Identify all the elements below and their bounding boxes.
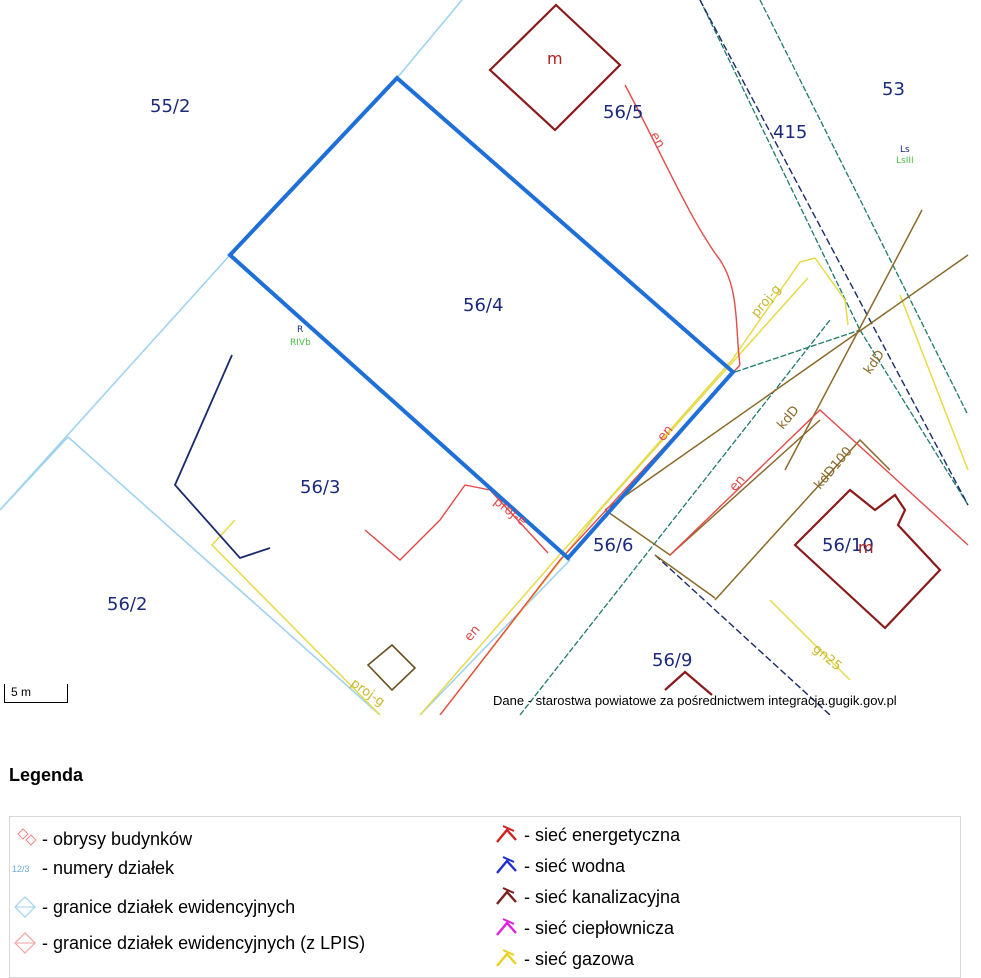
heating-network-icon [494, 915, 520, 941]
power-label: en [727, 472, 749, 494]
building-mark: m [858, 538, 874, 557]
sewer-label: kdD100 [812, 444, 856, 492]
legend-item-heating: - sieć ciepłownicza [494, 915, 674, 941]
sewer-line [604, 254, 969, 511]
sewer-line [784, 209, 923, 471]
map-svg: 55/2 56/5 415 53 56/4 56/3 56/6 56/10 56… [0, 0, 969, 715]
map-canvas[interactable]: 55/2 56/5 415 53 56/4 56/3 56/6 56/10 56… [0, 0, 981, 715]
water-dashed [654, 0, 969, 715]
parcel-boundaries [0, 0, 571, 715]
sewer-label: kdD [861, 348, 888, 378]
legend-box: - obrysy budynków 12/3 - numery działek … [9, 816, 961, 978]
sewer-label: kdD [775, 403, 803, 432]
landuse-class: LsIII [896, 156, 914, 166]
legend-item-gas: - sieć gazowa [494, 946, 634, 972]
parcel-number: 56/6 [593, 535, 633, 556]
legend-item-parcel-boundaries: - granice działek ewidencyjnych [12, 894, 295, 920]
gas-line [769, 599, 851, 681]
parcel-number: 56/4 [463, 295, 503, 316]
landuse-class: RIVb [290, 338, 311, 348]
legend-item-water: - sieć wodna [494, 853, 625, 879]
parcel-number: 56/2 [107, 594, 147, 615]
legend-label: - numery działek [42, 858, 175, 878]
legend-label: - sieć kanalizacyjna [524, 886, 681, 907]
building-outline [664, 670, 713, 696]
selected-parcel-outline[interactable] [227, 75, 736, 561]
water-line [173, 354, 271, 560]
parcel-number: 56/3 [300, 477, 340, 498]
sewer-line [714, 438, 891, 601]
parcel-number: 56/10 [822, 535, 874, 556]
landuse-label: Ls [900, 145, 910, 155]
water-network-icon [494, 853, 520, 879]
power-label: en [462, 622, 484, 644]
water-line [699, 0, 969, 506]
landuse-label: R [297, 325, 303, 335]
legend-label: - sieć wodna [524, 855, 626, 876]
legend-label: - sieć gazowa [524, 948, 635, 969]
lpis-boundary-icon [12, 930, 38, 956]
sewer-network-icon [494, 884, 520, 910]
legend-item-parcel-numbers: 12/3 - numery działek [12, 858, 174, 879]
road-boundary-line [859, 329, 969, 506]
parcel-boundary-line [419, 559, 571, 715]
gas-line [210, 519, 381, 715]
building-outline-icon [12, 826, 38, 852]
building-outline [366, 643, 417, 692]
parcel-boundary-line [0, 436, 69, 511]
legend-item-lpis-boundaries: - granice działek ewidencyjnych (z LPIS) [12, 930, 365, 956]
building-outline [488, 3, 622, 132]
legend-label: - granice działek ewidencyjnych (z LPIS) [42, 932, 366, 953]
power-network-icon [494, 822, 520, 848]
road-boundaries [519, 0, 969, 715]
power-label: en [647, 130, 668, 152]
parcel-number: 53 [882, 79, 905, 100]
road-boundary-line [699, 0, 861, 331]
sewer-network [604, 209, 969, 601]
scale-bar: 5 m [4, 684, 68, 703]
legend-label: - sieć energetyczna [524, 824, 681, 845]
power-line [624, 84, 741, 366]
gas-network-icon [494, 946, 520, 972]
buildings [366, 3, 942, 696]
building-outline [793, 488, 942, 630]
parcel-boundary-line [396, 0, 463, 79]
legend-item-power: - sieć energetyczna [494, 822, 680, 848]
water-network [173, 354, 271, 560]
legend-label: - obrysy budynków [42, 828, 193, 849]
road-boundary-line [759, 0, 969, 416]
gas-line [899, 294, 969, 471]
gas-line [814, 257, 849, 326]
parcel-number-icon: 12/3 [12, 863, 30, 874]
data-source-note: Dane - starostwa powiatowe za pośrednict… [493, 693, 897, 708]
water-line [654, 554, 831, 715]
power-label: proj-e [491, 494, 530, 529]
parcel-boundary-icon [12, 894, 38, 920]
road-boundary-line [734, 329, 861, 373]
building-mark: m [547, 49, 563, 68]
gas-label: proj-g [749, 282, 785, 321]
parcel-boundary-line [0, 254, 231, 511]
legend-title: Legenda [9, 765, 84, 785]
legend-label: - granice działek ewidencyjnych [42, 896, 296, 917]
parcel-number: 55/2 [150, 96, 190, 117]
gas-line [419, 257, 816, 715]
scale-label: 5 m [11, 685, 32, 699]
sewer-line [654, 554, 716, 599]
power-line [364, 484, 549, 561]
legend-label: - sieć ciepłownicza [524, 917, 675, 938]
parcel-number: 415 [773, 122, 807, 143]
parcel-number: 56/9 [652, 650, 692, 671]
parcel-number: 56/5 [603, 102, 643, 123]
power-line [669, 409, 969, 556]
legend-item-sewer: - sieć kanalizacyjna [494, 884, 680, 910]
legend-item-buildings: - obrysy budynków [12, 826, 192, 852]
road-boundary-line [519, 319, 831, 715]
parcel-boundary-line [67, 436, 381, 715]
